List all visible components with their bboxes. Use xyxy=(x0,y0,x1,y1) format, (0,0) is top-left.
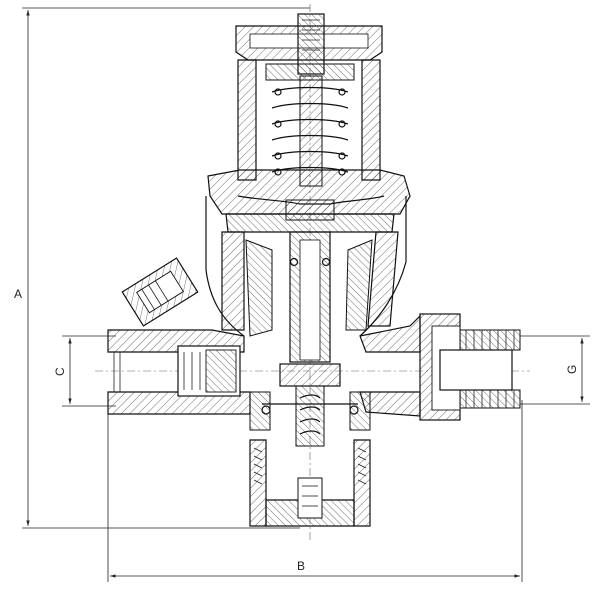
gauge-port xyxy=(121,257,199,327)
dimension-a: A xyxy=(14,7,310,529)
dimension-c: C xyxy=(53,335,116,407)
dimension-g: G xyxy=(520,335,590,405)
valve-seat xyxy=(279,363,341,447)
valve-body xyxy=(107,231,421,431)
dimension-b-label: B xyxy=(297,559,305,573)
dimension-b: B xyxy=(107,400,523,582)
dimension-g-label: G xyxy=(565,365,579,374)
pressure-spring xyxy=(271,75,349,187)
dimension-c-label: C xyxy=(53,367,67,376)
adjusting-screw xyxy=(297,13,325,75)
inlet-check-insert xyxy=(177,345,241,397)
outlet-union xyxy=(419,313,521,421)
dimension-a-label: A xyxy=(14,287,22,301)
diaphragm-assembly xyxy=(225,199,395,363)
bottom-cap xyxy=(249,439,371,527)
body-outline xyxy=(205,196,407,337)
